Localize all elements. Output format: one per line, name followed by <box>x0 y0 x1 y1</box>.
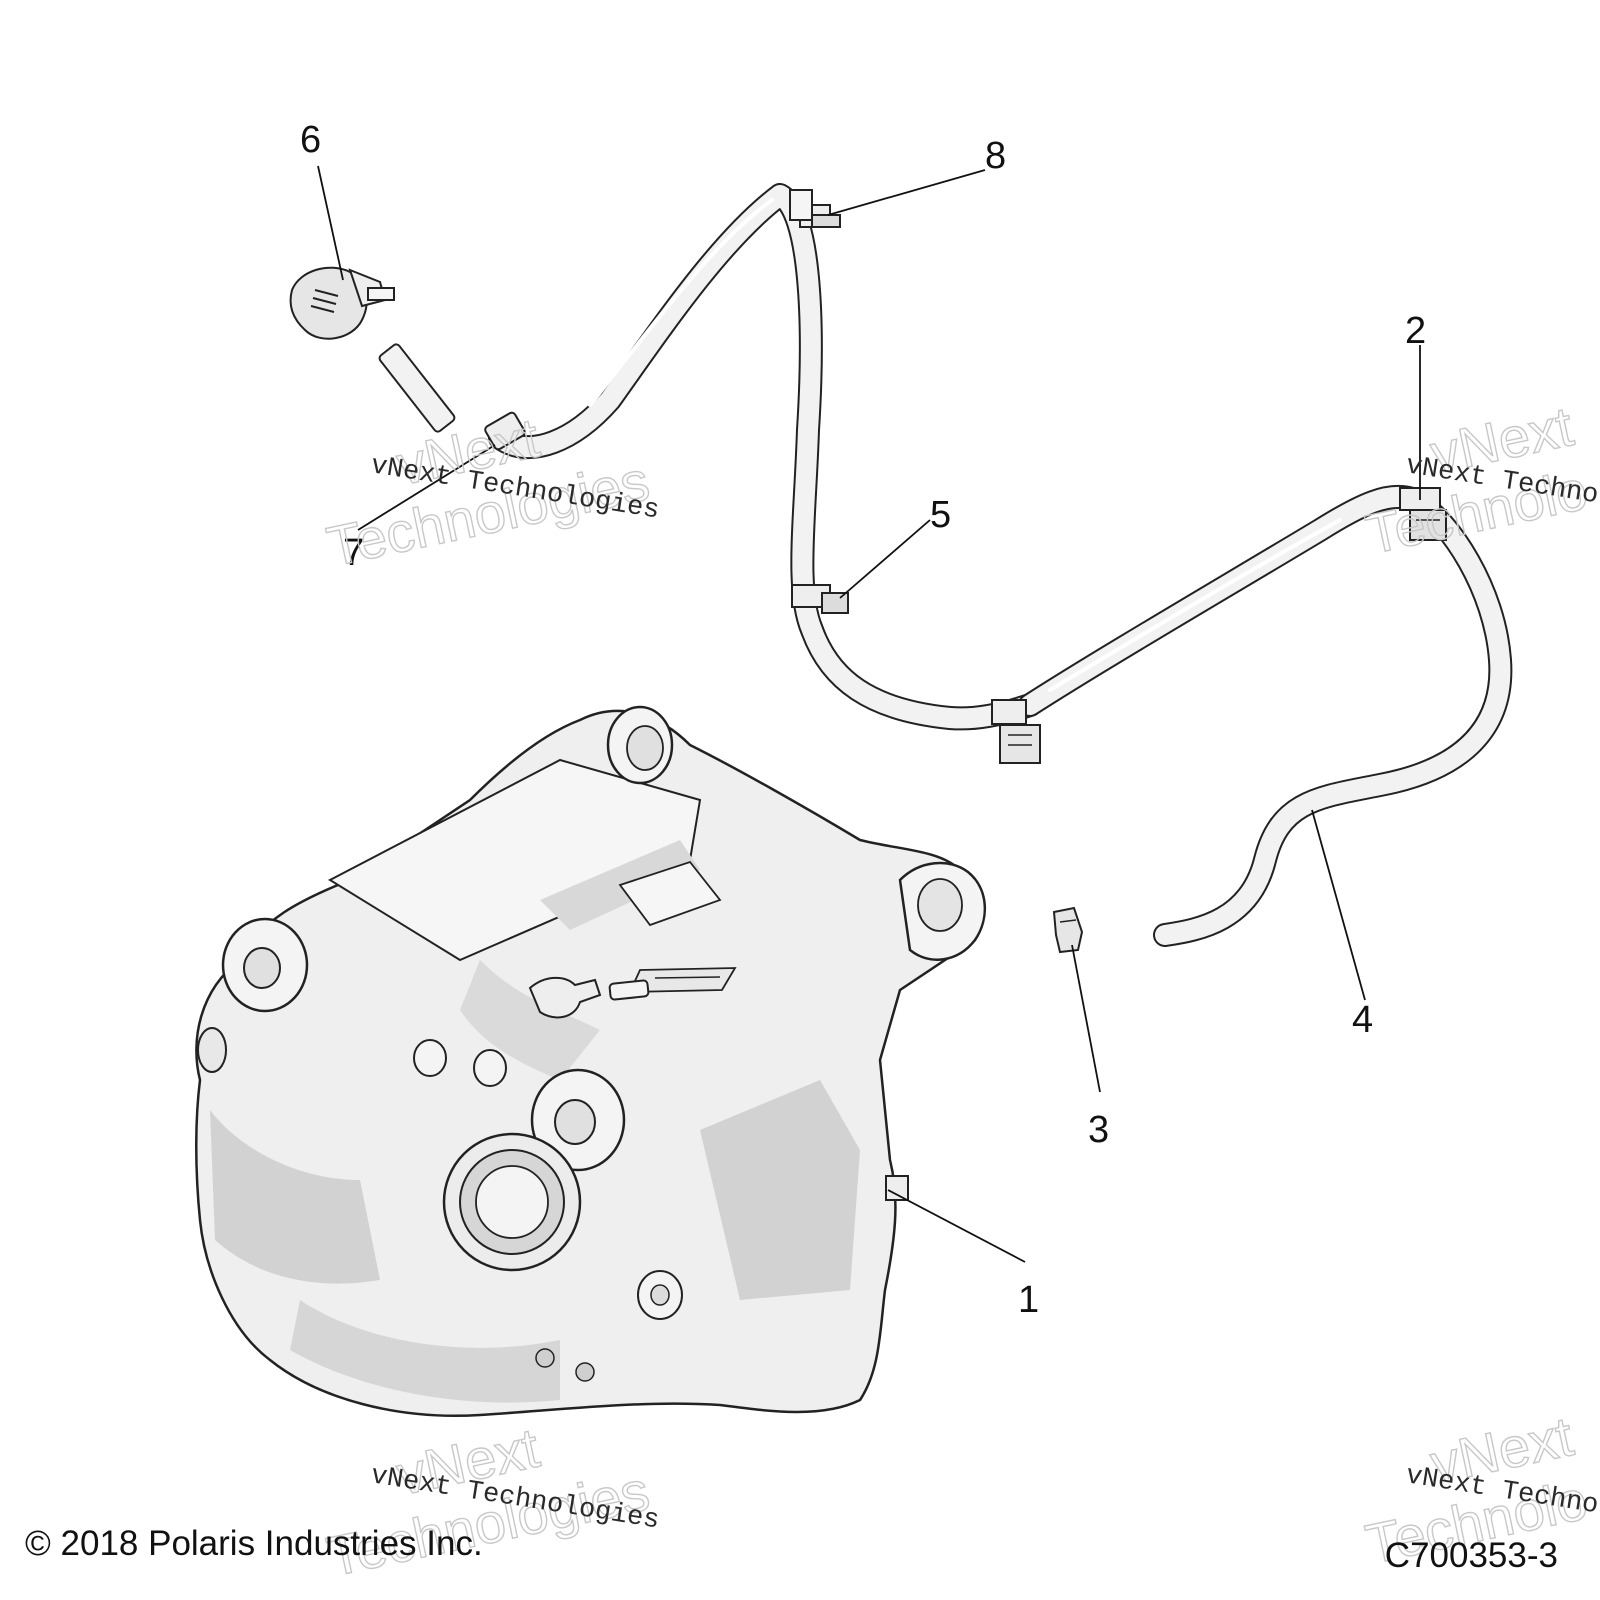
leader-8 <box>827 169 986 216</box>
copyright-notice: © 2018 Polaris Industries Inc. <box>25 1524 483 1563</box>
gearcase-housing <box>195 705 987 1417</box>
callout-numbers: 1 2 3 4 5 6 7 8 <box>300 119 1426 1321</box>
leader-lines <box>317 165 1421 1263</box>
callout-4: 4 <box>1352 999 1373 1041</box>
callout-5: 5 <box>930 494 951 536</box>
elbow-fitting-6 <box>289 266 395 340</box>
clamp-7 <box>484 411 526 451</box>
short-tube <box>378 343 456 433</box>
leader-7 <box>357 444 496 531</box>
leader-1 <box>887 1189 1026 1263</box>
vent-hose-long <box>1018 484 1513 947</box>
clamp-8 <box>789 189 841 228</box>
callout-1: 1 <box>1018 1279 1039 1321</box>
leader-6 <box>317 165 344 281</box>
leader-5 <box>839 519 931 599</box>
callout-2: 2 <box>1405 310 1426 352</box>
leader-3 <box>1071 944 1101 1093</box>
clamp-2 <box>1399 487 1447 541</box>
leader-4 <box>1311 809 1366 1001</box>
clamp-5 <box>791 584 849 614</box>
callout-8: 8 <box>985 135 1006 177</box>
cap-3 <box>1052 906 1084 954</box>
clamp-lower-mid <box>991 699 1041 764</box>
callout-3: 3 <box>1088 1109 1109 1151</box>
callout-6: 6 <box>300 119 321 161</box>
drawing-number: C700353-3 <box>1384 1536 1558 1575</box>
vent-hose-upper <box>488 183 1042 731</box>
callout-7: 7 <box>343 532 364 574</box>
